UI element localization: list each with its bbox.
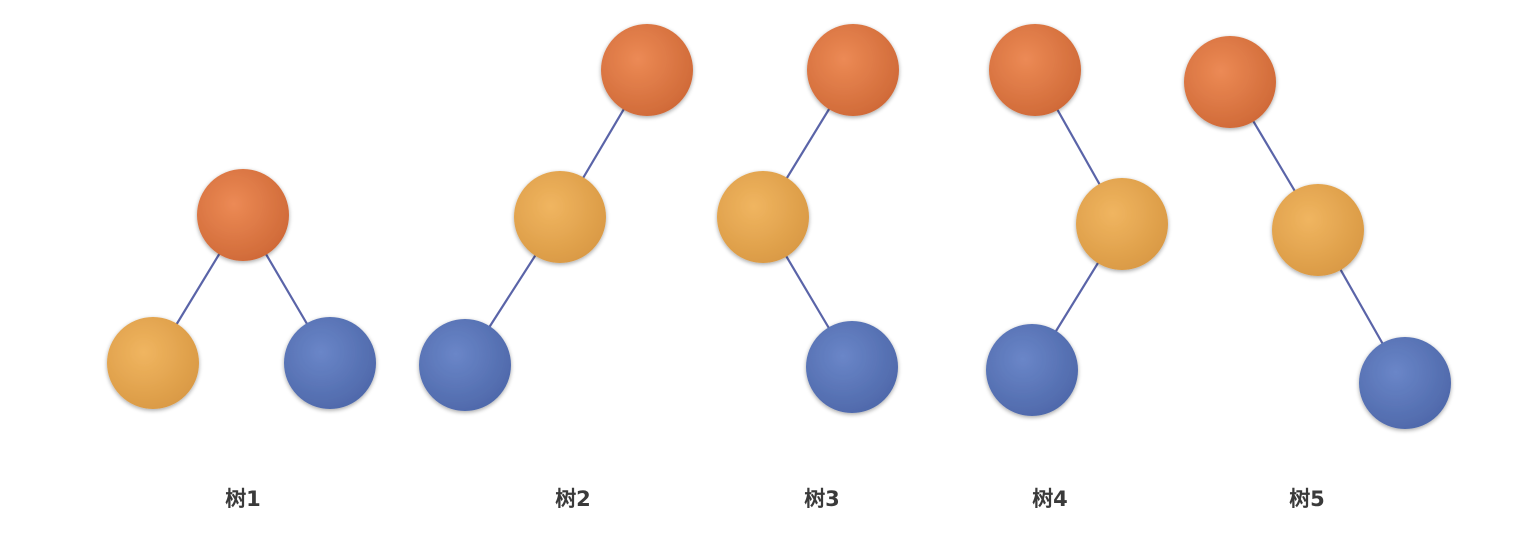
t3-mid-node (717, 171, 809, 263)
t3-leaf-node (806, 321, 898, 413)
t5-root-node (1184, 36, 1276, 128)
t4-mid-node (1076, 178, 1168, 270)
labels-layer: 树1 树2 树3 树4 树5 (225, 487, 1325, 511)
tree4-label: 树4 (1032, 487, 1068, 511)
t4-leaf-node (986, 324, 1078, 416)
t2-leaf-node (419, 319, 511, 411)
t5-mid-node (1272, 184, 1364, 276)
t1-left-node (107, 317, 199, 409)
t4-root-node (989, 24, 1081, 116)
t1-right-node (284, 317, 376, 409)
tree2-label: 树2 (555, 487, 591, 511)
t1-root-node (197, 169, 289, 261)
t5-leaf-node (1359, 337, 1451, 429)
nodes-layer (107, 24, 1451, 429)
tree5-label: 树5 (1289, 487, 1325, 511)
t2-root-node (601, 24, 693, 116)
t2-mid-node (514, 171, 606, 263)
tree1-label: 树1 (225, 487, 261, 511)
tree3-label: 树3 (804, 487, 840, 511)
t3-root-node (807, 24, 899, 116)
